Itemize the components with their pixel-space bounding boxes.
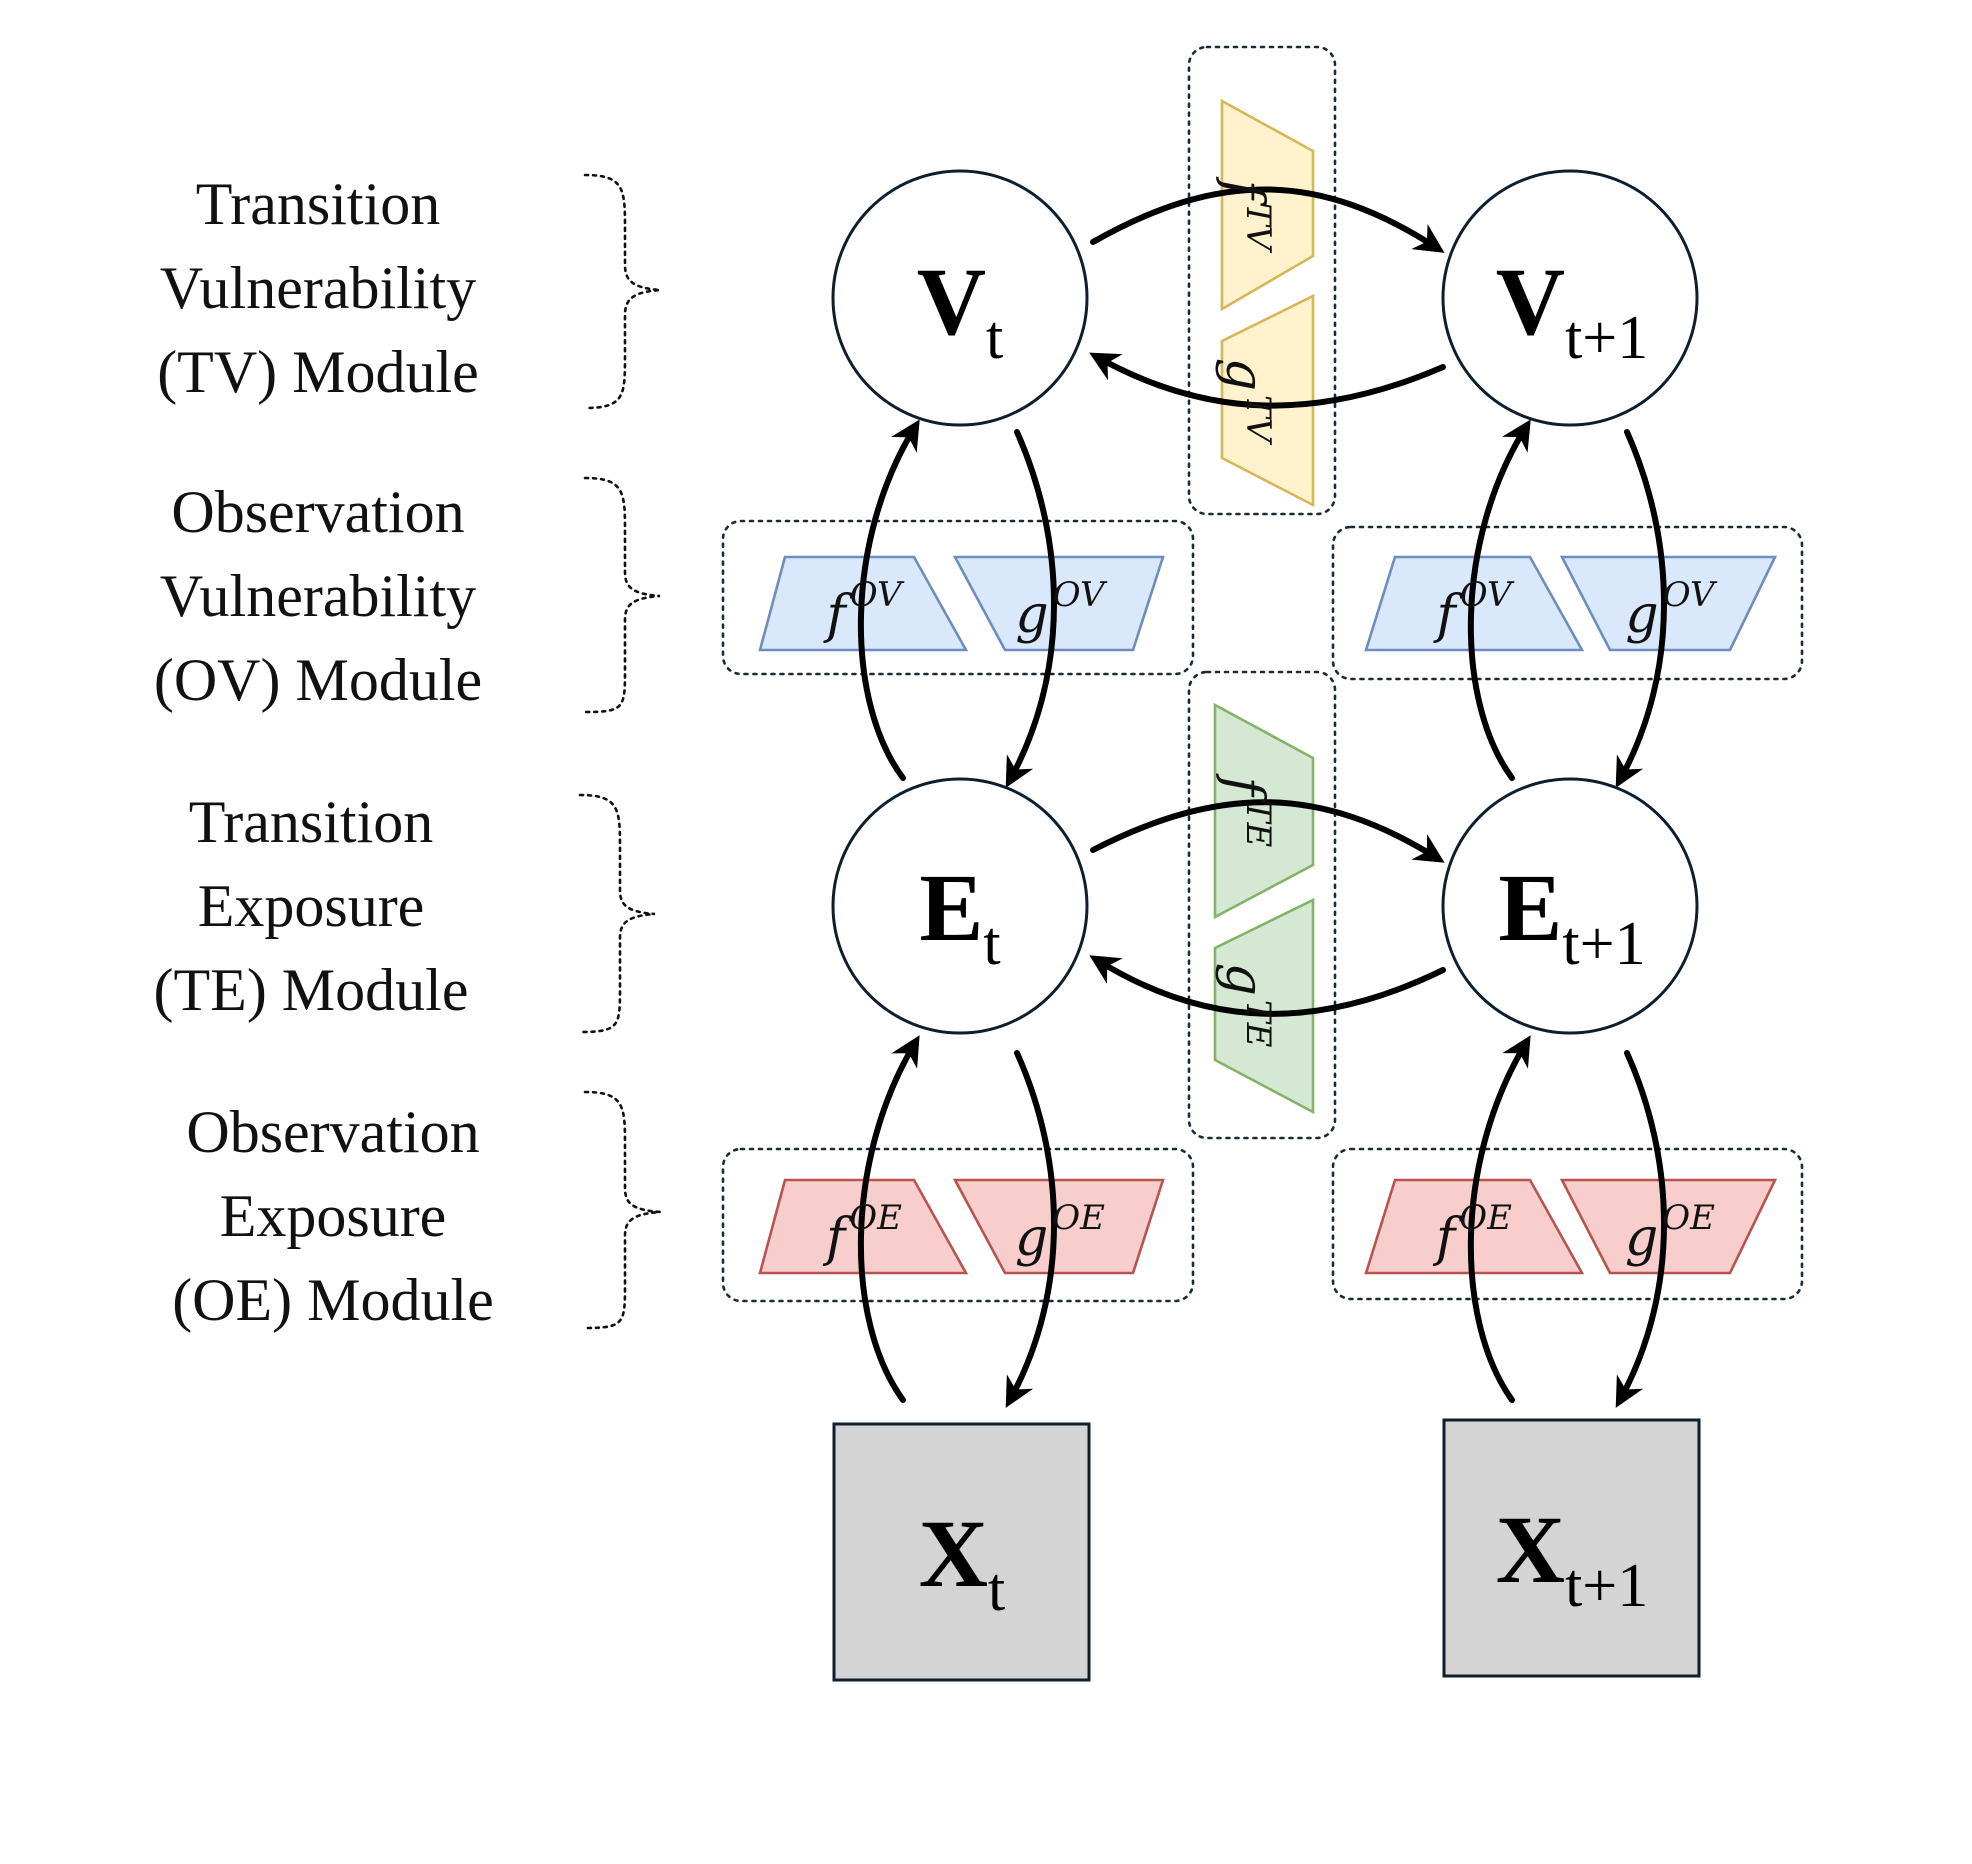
oe-label-line3: (OE) Module [172,1267,494,1333]
v-t-sub: t [986,304,1003,372]
g-oe-sup-t: OE [1052,1198,1105,1238]
f-tv-sup: TV [1238,203,1278,254]
node-e-t1 [1441,777,1699,1035]
x-t-main: X [919,1500,988,1607]
node-x-t-label: Xt [919,1500,1006,1624]
node-v-t1 [1441,169,1699,427]
f-ov-sup-t: OV [850,575,905,615]
ov-label-line2: Vulnerability [160,563,476,629]
node-e-t-label: Et [919,854,1000,978]
f-oe-sup-t: OE [849,1198,902,1238]
e-t-main: E [919,854,983,961]
v-t-main: V [917,248,986,355]
g-oe-shape-t [952,1178,1165,1275]
v-t1-sub: t+1 [1565,304,1648,372]
ov-label-line3: (OV) Module [154,647,482,713]
brace-tv [583,173,661,410]
arrow-vt1-to-et1 [1615,429,1667,788]
te-label-line2: Exposure [198,873,425,939]
ov-label-line1: Observation [171,479,464,545]
g-oe-base-t: g [1015,1208,1048,1268]
tv-module-box [1187,45,1337,516]
arrow-xt-to-et [858,1035,920,1403]
g-ov-sup-t: OV [1053,575,1108,615]
g-ov-shape-t [952,555,1165,652]
arrow-et-to-vt [858,419,920,781]
node-x-t1 [1442,1418,1701,1678]
arrow-xt1-to-et1 [1467,1035,1531,1403]
f-te-shape [1213,702,1315,920]
g-tv-base: g [1214,358,1274,391]
f-te-sup: TE [1238,800,1278,848]
node-v-t1-label: Vt+1 [1496,248,1649,372]
node-x-t [832,1422,1091,1682]
brace-oe [583,1090,661,1330]
g-oe-shape-t1 [1559,1178,1778,1275]
g-te-sup: TE [1238,1000,1278,1048]
oe-module-box-t1 [1331,1147,1804,1301]
g-ov-shape-t1 [1559,555,1778,652]
brace-te [578,793,656,1034]
f-oe-sup-t1: OE [1459,1198,1512,1238]
svg-text:gTV: gTV [1214,358,1278,446]
te-label-line1: Transition [189,789,434,855]
node-v-t-label: Vt [917,248,1004,372]
g-tv-sup: TV [1238,395,1278,446]
f-tv-shape [1220,98,1315,312]
brace-ov [583,476,661,714]
e-t-sub: t [983,910,1000,978]
te-label-line3: (TE) Module [154,957,469,1023]
svg-text:gTE: gTE [1214,963,1278,1048]
g-ov-base-t: g [1015,585,1048,645]
node-e-t [831,777,1089,1035]
g-ov-sup-t1: OV [1663,575,1718,615]
arrow-vt-to-et [1005,429,1057,788]
arrow-vt1-to-vt [1089,352,1446,409]
arrow-et1-to-et [1089,955,1446,1017]
ov-module-box-t [721,519,1195,676]
te-module-box [1187,670,1337,1140]
node-v-t [831,169,1089,427]
module-label-te: Transition Exposure (TE) Module [154,789,469,1023]
g-tv-label: gTV [1214,358,1278,446]
tv-label-line2: Vulnerability [160,255,476,321]
g-tv-shape [1220,293,1315,508]
x-t1-sub: t+1 [1565,1552,1648,1620]
arrow-et-to-xt [1005,1050,1057,1408]
oe-label-line1: Observation [186,1099,479,1165]
module-label-ov: Observation Vulnerability (OV) Module [154,479,482,713]
tv-label-line3: (TV) Module [157,339,479,405]
oe-label-line2: Exposure [220,1183,447,1249]
g-oe-base-t1: g [1625,1208,1658,1268]
g-oe-sup-t1: OE [1662,1198,1715,1238]
arrow-et1-to-xt1 [1615,1050,1667,1408]
arrow-et-to-et1 [1090,799,1445,863]
g-te-label: gTE [1214,963,1278,1048]
g-te-base: g [1214,963,1274,996]
module-label-oe: Observation Exposure (OE) Module [172,1099,494,1333]
arrow-vt-to-vt1 [1090,186,1445,253]
e-t1-main: E [1498,854,1562,961]
g-ov-base-t1: g [1625,585,1658,645]
v-t1-main: V [1496,248,1565,355]
f-ov-sup-t1: OV [1460,575,1515,615]
e-t1-sub: t+1 [1562,910,1645,978]
oe-module-box-t [721,1147,1195,1303]
x-t1-main: X [1496,1496,1565,1603]
node-e-t1-label: Et+1 [1498,854,1645,978]
module-label-tv: Transition Vulnerability (TV) Module [157,171,479,405]
x-t-sub: t [988,1556,1005,1624]
g-te-shape [1213,897,1315,1115]
tv-label-line1: Transition [196,171,441,237]
node-x-t1-label: Xt+1 [1496,1496,1649,1620]
ov-module-box-t1 [1331,525,1804,681]
arrow-et1-to-vt1 [1467,419,1531,781]
